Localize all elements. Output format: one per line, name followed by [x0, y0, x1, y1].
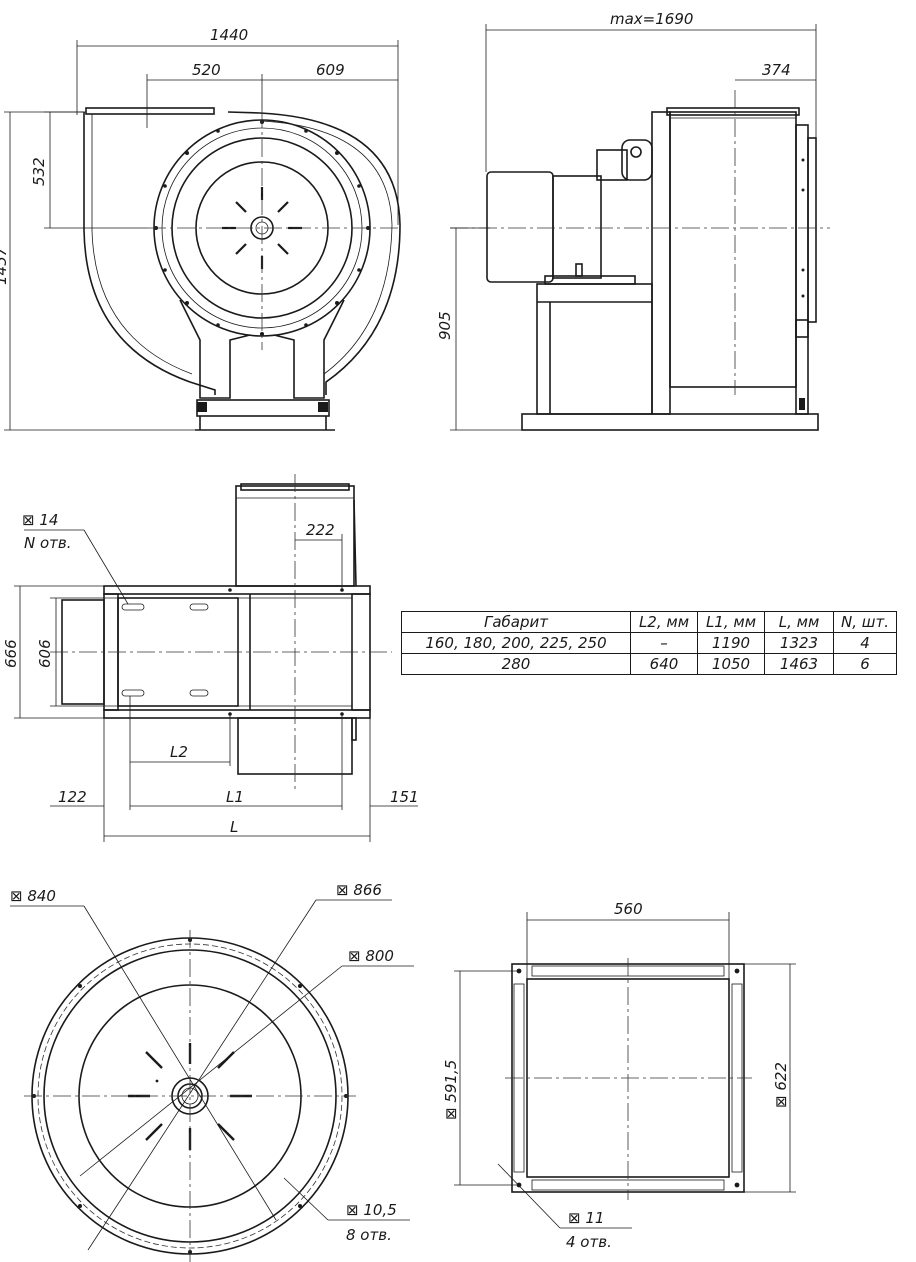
dim-520: 520 [192, 61, 221, 79]
outlet-view [454, 912, 796, 1229]
table-cell: 1050 [697, 653, 765, 675]
dim-hole-11: ⊠ 11 [568, 1209, 604, 1227]
dim-905: 905 [436, 311, 454, 340]
dim-n-holes: N отв. [24, 534, 72, 552]
dim-800: ⊠ 800 [348, 947, 394, 965]
dim-606: 606 [36, 639, 54, 668]
table-cell: 640 [630, 653, 698, 675]
header-cell: N, шт. [833, 611, 897, 633]
dim-hole-14: ⊠ 14 [22, 511, 58, 529]
dim-666: 666 [2, 639, 20, 668]
dim-max-1690: max=1690 [610, 10, 693, 28]
header-cell: Габарит [401, 611, 631, 633]
dim-222: 222 [306, 521, 335, 539]
side-view [450, 24, 830, 431]
table-cell: 160, 180, 200, 225, 250 [401, 632, 631, 654]
dim-532: 532 [30, 157, 48, 186]
dim-151: 151 [390, 788, 419, 806]
table-cell: 280 [401, 653, 631, 675]
front-view [4, 40, 401, 431]
dim-l: L [230, 818, 238, 836]
header-cell: L2, мм [630, 611, 698, 633]
dim-1440: 1440 [210, 26, 248, 44]
table-cell: – [630, 632, 698, 654]
table-cell: 1323 [764, 632, 834, 654]
dim-1457: 1457 [0, 246, 10, 285]
plan-view [14, 474, 418, 842]
table-cell: 1190 [697, 632, 765, 654]
table-header-row: Габарит L2, мм L1, мм L, мм N, шт. [401, 611, 897, 633]
dim-4-holes: 4 отв. [566, 1233, 612, 1251]
spec-table: Габарит L2, мм L1, мм L, мм N, шт. 160, … [401, 611, 897, 675]
table-cell: 6 [833, 653, 897, 675]
dim-l2: L2 [170, 743, 188, 761]
dim-374: 374 [762, 61, 791, 79]
dim-622: ⊠ 622 [772, 1062, 790, 1108]
dim-122: 122 [58, 788, 87, 806]
header-cell: L1, мм [697, 611, 765, 633]
dim-609: 609 [316, 61, 345, 79]
header-cell: L, мм [764, 611, 834, 633]
table-row: 160, 180, 200, 225, 250 – 1190 1323 4 [401, 632, 897, 654]
table-cell: 4 [833, 632, 897, 654]
dim-560: 560 [614, 900, 643, 918]
dim-866: ⊠ 866 [336, 881, 382, 899]
table-row: 280 640 1050 1463 6 [401, 653, 897, 675]
dim-8-holes: 8 отв. [346, 1226, 392, 1244]
inlet-view [10, 899, 414, 1262]
dim-hole-10-5: ⊠ 10,5 [346, 1201, 397, 1219]
dim-840: ⊠ 840 [10, 887, 56, 905]
table-cell: 1463 [764, 653, 834, 675]
dim-591-5: ⊠ 591,5 [442, 1060, 460, 1120]
dim-l1: L1 [226, 788, 244, 806]
